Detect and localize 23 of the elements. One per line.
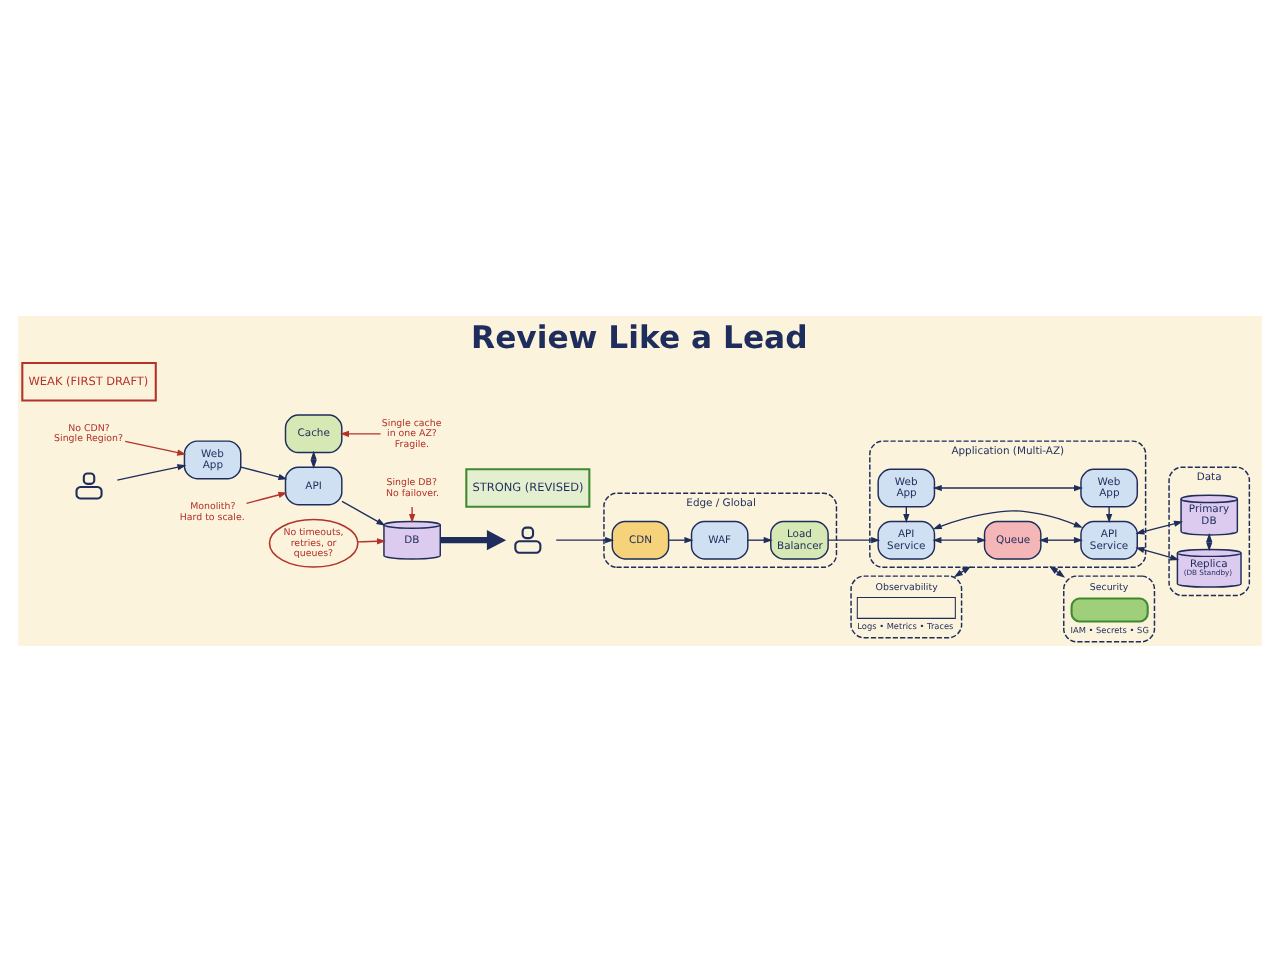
arrow: [124, 439, 187, 455]
arrow: [357, 537, 386, 544]
arrow: [341, 499, 386, 525]
arrow: [555, 536, 615, 543]
arrow: [1135, 545, 1180, 560]
arrow: [116, 463, 187, 480]
arrow: [747, 536, 773, 543]
arrow: [1049, 565, 1066, 577]
arrow: [932, 509, 1083, 529]
arrow: [408, 505, 416, 523]
arrow: [1135, 519, 1183, 534]
arrow: [1038, 536, 1083, 543]
arrow: [440, 529, 507, 550]
arrow: [932, 536, 987, 543]
arrow: [340, 429, 382, 436]
arrow: [932, 483, 1083, 491]
diagram-title: Review Like a Lead: [471, 317, 808, 356]
arrow: [668, 536, 694, 543]
arrow: [245, 490, 288, 503]
arrow: [827, 536, 881, 543]
arrow: [240, 465, 288, 480]
arrow: [953, 565, 971, 577]
arrow: [1105, 505, 1113, 523]
